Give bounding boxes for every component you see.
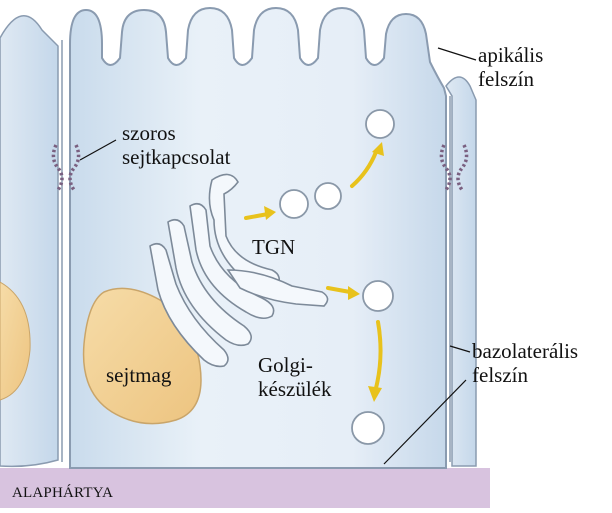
label-apical: apikális felszín	[478, 43, 549, 91]
left-neighbor-cell	[0, 16, 58, 467]
label-basolateral: bazolaterális felszín	[472, 339, 583, 387]
label-basement-membrane: ALAPHÁRTYA	[12, 484, 113, 501]
label-tgn: TGN	[252, 235, 295, 259]
label-nucleus: sejtmag	[106, 363, 172, 387]
